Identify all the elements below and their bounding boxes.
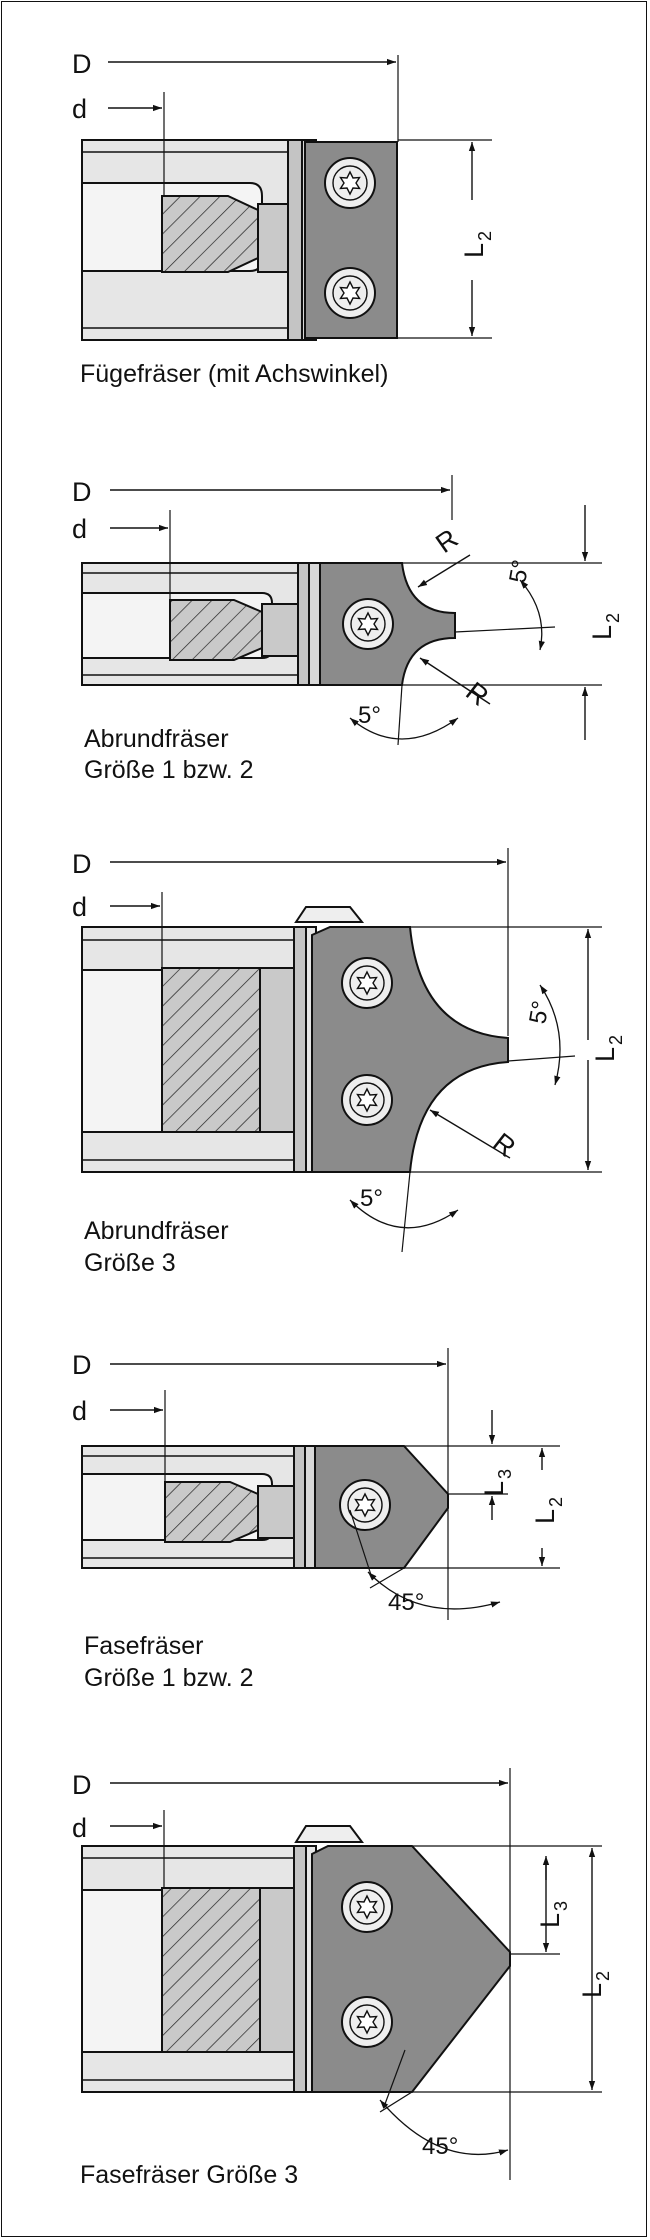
label-L2: L 2 <box>577 1971 613 1998</box>
caption-abrundfraeser: Abrundfräser <box>84 1217 229 1245</box>
caption-size: Größe 3 <box>84 1249 176 1277</box>
svg-text:2: 2 <box>606 1035 626 1045</box>
tool-body <box>81 1825 364 2093</box>
knife-blade <box>311 926 509 1173</box>
caption-size: Größe 1 bzw. 2 <box>84 756 254 784</box>
svg-text:3: 3 <box>551 1901 571 1911</box>
label-d: d <box>72 1396 87 1426</box>
figure-abrundfraeser-1-2: D d R R 5° 5° L 2 Abrundfräser Größe 1 b… <box>72 475 623 784</box>
svg-text:3: 3 <box>495 1469 515 1479</box>
svg-text:L: L <box>530 1509 560 1524</box>
screw-icon <box>342 598 394 650</box>
tool-body <box>81 1445 318 1569</box>
svg-text:2: 2 <box>475 231 495 241</box>
radius-arrow-top <box>417 554 471 588</box>
screw-icon <box>324 157 376 209</box>
svg-text:L: L <box>577 1983 607 1998</box>
screw-icon <box>339 1479 391 1531</box>
label-D: D <box>72 1350 92 1380</box>
tool-body <box>81 139 317 341</box>
svg-text:L: L <box>535 1913 565 1928</box>
label-R: R <box>487 1127 521 1163</box>
svg-text:2: 2 <box>546 1497 566 1507</box>
svg-text:2: 2 <box>593 1971 613 1981</box>
label-D: D <box>72 477 92 507</box>
label-d: d <box>72 892 87 922</box>
label-L3: L 3 <box>479 1469 515 1496</box>
svg-text:L: L <box>479 1481 509 1496</box>
label-L2: L 2 <box>587 613 623 640</box>
screw-icon <box>341 1996 393 2048</box>
radius-arrow <box>429 1109 511 1159</box>
svg-text:L: L <box>590 1047 620 1062</box>
label-angle: 5° <box>524 999 555 1026</box>
radius-arrow-bottom <box>419 657 491 705</box>
svg-text:L: L <box>459 243 489 258</box>
screw-icon <box>341 1074 393 1126</box>
label-D: D <box>72 49 92 79</box>
label-angle: 5° <box>504 558 535 585</box>
label-L3: L 3 <box>535 1901 571 1928</box>
svg-text:L: L <box>587 625 617 640</box>
label-angle: 45° <box>422 2133 458 2160</box>
caption-fasefraeser: Fasefräser Größe 3 <box>80 2161 298 2189</box>
clamp-wedge <box>294 906 365 923</box>
label-L2: L 2 <box>590 1035 626 1062</box>
screw-icon <box>341 1881 393 1933</box>
label-R: R <box>430 523 463 559</box>
caption-size: Größe 1 bzw. 2 <box>84 1664 254 1692</box>
label-d: d <box>72 94 87 124</box>
caption-fasefraeser: Fasefräser <box>84 1632 203 1660</box>
screw-icon <box>341 957 393 1009</box>
label-angle: 5° <box>358 702 381 729</box>
label-d: d <box>72 1813 87 1843</box>
label-D: D <box>72 1770 92 1800</box>
figure-fuegefraeser: D d L 2 Fügefräser (mit Achswinkel) <box>72 49 495 388</box>
label-d: d <box>72 514 87 544</box>
clamp-wedge <box>294 1825 364 1843</box>
tool-body <box>81 906 365 1173</box>
caption-abrundfraeser: Abrundfräser <box>84 725 229 753</box>
screw-icon <box>324 267 376 319</box>
label-angle: 45° <box>388 1589 424 1616</box>
label-D: D <box>72 849 92 879</box>
figure-fasefraeser-3: D d L 3 L 2 45° Fasefräser Größe 3 <box>72 1768 613 2189</box>
label-L2: L 2 <box>459 231 495 258</box>
label-R: R <box>460 676 494 712</box>
figure-fasefraeser-1-2: D d L 3 L 2 45° Fasefräser Größe 1 bzw. … <box>72 1348 566 1692</box>
svg-text:2: 2 <box>603 613 623 623</box>
tool-body <box>81 562 323 686</box>
label-angle: 5° <box>360 1185 383 1212</box>
label-L2: L 2 <box>530 1497 566 1524</box>
figure-abrundfraeser-3: D d R 5° 5° L 2 Abrundfräser Größe 3 <box>72 848 626 1277</box>
knife-blade <box>311 1845 511 2093</box>
caption-fuegefraeser: Fügefräser (mit Achswinkel) <box>80 360 388 388</box>
